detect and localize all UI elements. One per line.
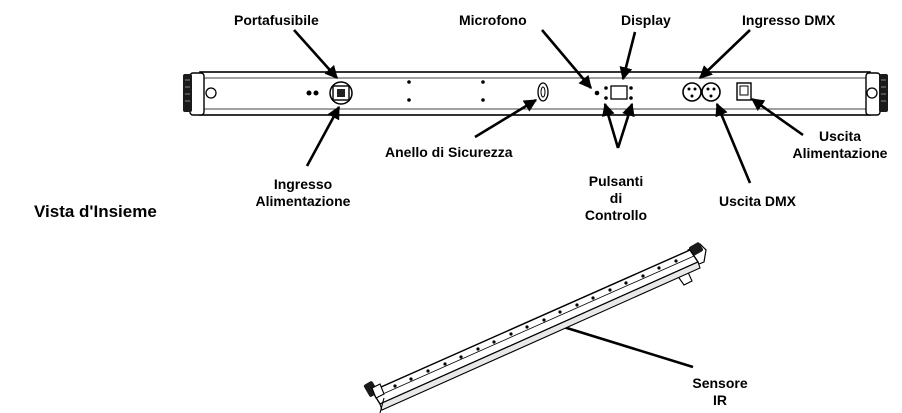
label-line: Sensore [692,375,748,391]
label-microfono: Microfono [459,12,527,28]
label-display: Display [621,12,671,28]
page-title: Vista d'Insieme [34,202,157,221]
label-sensore-ir: Sensore IR [684,375,756,409]
label-line: Controllo [584,207,648,223]
arrow-anello [474,98,538,139]
control-button-icon [629,86,633,90]
label-line: Ingresso [273,176,333,192]
control-button-icon [604,86,608,90]
arrow-display [619,31,637,81]
label-portafusibile: Portafusibile [234,12,319,28]
label-pulsanti-controllo: Pulsanti di Controllo [580,173,652,224]
power-out-icon [736,82,752,101]
label-line: di [609,190,623,206]
control-button-icon [604,96,608,100]
label-line: Alimentazione [255,193,351,209]
arrow-ingresso-dmx [699,29,751,79]
rear-view-bar [183,71,888,116]
control-button-icon [629,96,633,100]
label-anello-sicurezza: Anello di Sicurezza [385,144,513,160]
fuse-holder-icon [329,81,353,105]
arrow-uscita-dmx [715,102,752,184]
dmx-out-connector-icon [701,82,721,102]
dmx-in-connector-icon [682,82,702,102]
perspective-bar [363,242,707,413]
arrow-pulsanti-left [602,102,620,149]
label-line: Uscita [818,128,862,144]
label-ingresso-dmx: Ingresso DMX [742,12,836,28]
arrow-uscita-alimentazione [750,97,804,137]
arrow-pulsanti-right [616,102,635,149]
display-icon [610,85,628,100]
arrow-microfono [541,29,592,89]
label-ingresso-alimentazione: Ingresso Alimentazione [233,176,373,210]
safety-ring-icon [537,82,549,102]
label-uscita-dmx: Uscita DMX [719,193,797,209]
arrow-portafusibile [293,29,338,79]
label-line: Pulsanti [588,173,644,189]
label-uscita-alimentazione: Uscita Alimentazione [781,128,899,162]
arrow-ingresso-alimentazione [305,105,341,167]
label-line: Alimentazione [792,145,888,161]
microphone-icon [594,90,600,96]
label-line: IR [713,392,727,408]
